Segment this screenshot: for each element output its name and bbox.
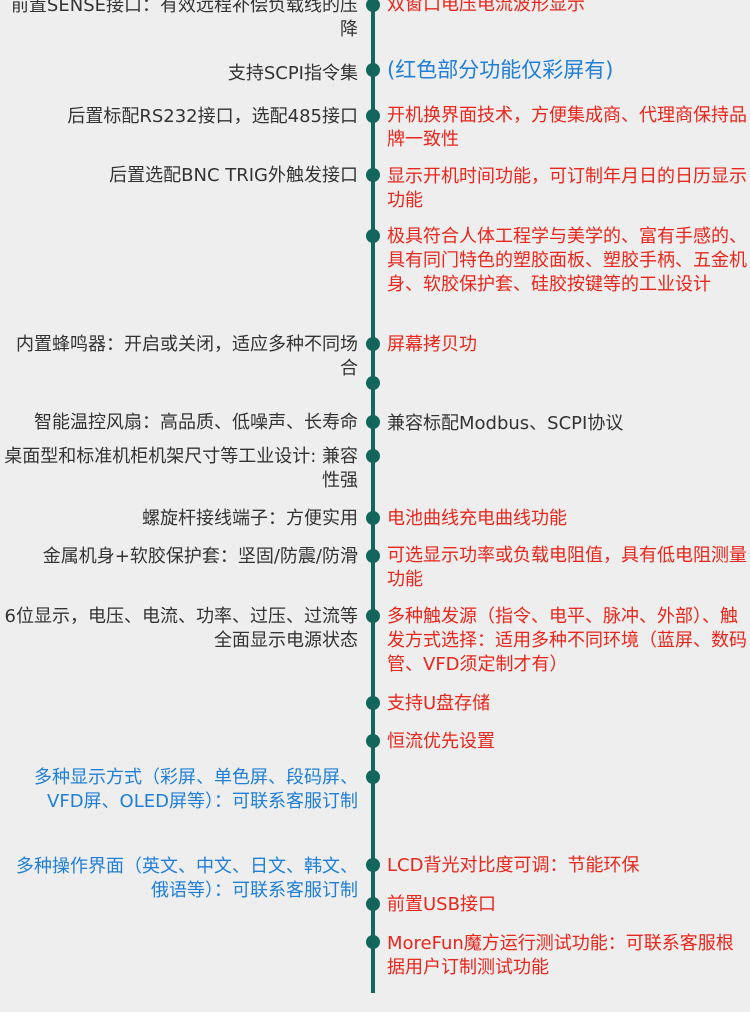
left-feature-item: 支持SCPI指令集 xyxy=(227,63,358,84)
timeline-dot xyxy=(366,696,380,710)
left-feature-item: 前置SENSE接口：有效远程补偿负载线的压降 xyxy=(10,0,358,40)
right-feature-item: 支持U盘存储 xyxy=(387,693,491,714)
right-feature-item: 兼容标配Modbus、SCPI协议 xyxy=(387,413,624,434)
right-feature-item: 显示开机时间功能，可订制年月日的日历显示功能 xyxy=(387,166,747,211)
timeline-dot xyxy=(366,168,380,182)
timeline-axis xyxy=(371,0,375,993)
color-screen-note: (红色部分功能仅彩屏有) xyxy=(387,58,614,82)
timeline-dot xyxy=(366,858,380,872)
left-feature-item: 桌面型和标准机柜机架尺寸等工业设计: 兼容性强 xyxy=(4,446,358,491)
timeline-dot xyxy=(366,609,380,623)
timeline-dot xyxy=(366,415,380,429)
timeline-dot xyxy=(366,449,380,463)
left-feature-item: 多种显示方式（彩屏、单色屏、段码屏、VFD屏、OLED屏等）：可联系客服订制 xyxy=(34,767,358,812)
timeline-dot xyxy=(366,229,380,243)
timeline-dot xyxy=(366,549,380,563)
left-feature-item: 螺旋杆接线端子：方便实用 xyxy=(142,508,358,529)
right-feature-item: 多种触发源（指令、电平、脉冲、外部）、触发方式选择：适用多种不同环境（蓝屏、数码… xyxy=(387,606,747,675)
right-feature-item: MoreFun魔方运行测试功能：可联系客服根据用户订制测试功能 xyxy=(387,933,734,978)
left-feature-item: 智能温控风扇：高品质、低噪声、长寿命 xyxy=(34,412,358,433)
timeline-dot xyxy=(366,0,380,12)
right-feature-item: 屏幕拷贝功 xyxy=(387,334,477,355)
left-feature-item: 多种操作界面（英文、中文、日文、韩文、俄语等）：可联系客服订制 xyxy=(16,856,358,901)
timeline-dot xyxy=(366,376,380,390)
left-feature-item: 内置蜂鸣器：开启或关闭，适应多种不同场合 xyxy=(16,334,358,379)
timeline-dot xyxy=(366,734,380,748)
right-feature-item: LCD背光对比度可调：节能环保 xyxy=(387,855,640,876)
left-feature-item: 6位显示，电压、电流、功率、过压、过流等全面显示电源状态 xyxy=(4,606,358,651)
timeline-dot xyxy=(366,935,380,949)
timeline-dot xyxy=(366,63,380,77)
right-feature-item: 双窗口电压电流波形显示 xyxy=(387,0,585,15)
right-feature-item: 前置USB接口 xyxy=(387,894,496,915)
right-feature-item: 极具符合人体工程学与美学的、富有手感的、具有同门特色的塑胶面板、塑胶手柄、五金机… xyxy=(387,226,747,295)
left-feature-item: 后置选配BNC TRIG外触发接口 xyxy=(109,165,358,186)
timeline-dot xyxy=(366,511,380,525)
timeline-dot xyxy=(366,897,380,911)
left-feature-item: 后置标配RS232接口，选配485接口 xyxy=(67,106,358,127)
right-feature-item: 开机换界面技术，方便集成商、代理商保持品牌一致性 xyxy=(387,105,747,150)
right-feature-item: 电池曲线充电曲线功能 xyxy=(387,508,567,529)
left-feature-item: 金属机身+软胶保护套：坚固/防震/防滑 xyxy=(42,546,358,567)
right-feature-item: 恒流优先设置 xyxy=(387,731,495,752)
timeline-dot xyxy=(366,337,380,351)
right-feature-item: 可选显示功率或负载电阻值，具有低电阻测量功能 xyxy=(387,545,747,590)
timeline-dot xyxy=(366,770,380,784)
timeline-dot xyxy=(366,109,380,123)
